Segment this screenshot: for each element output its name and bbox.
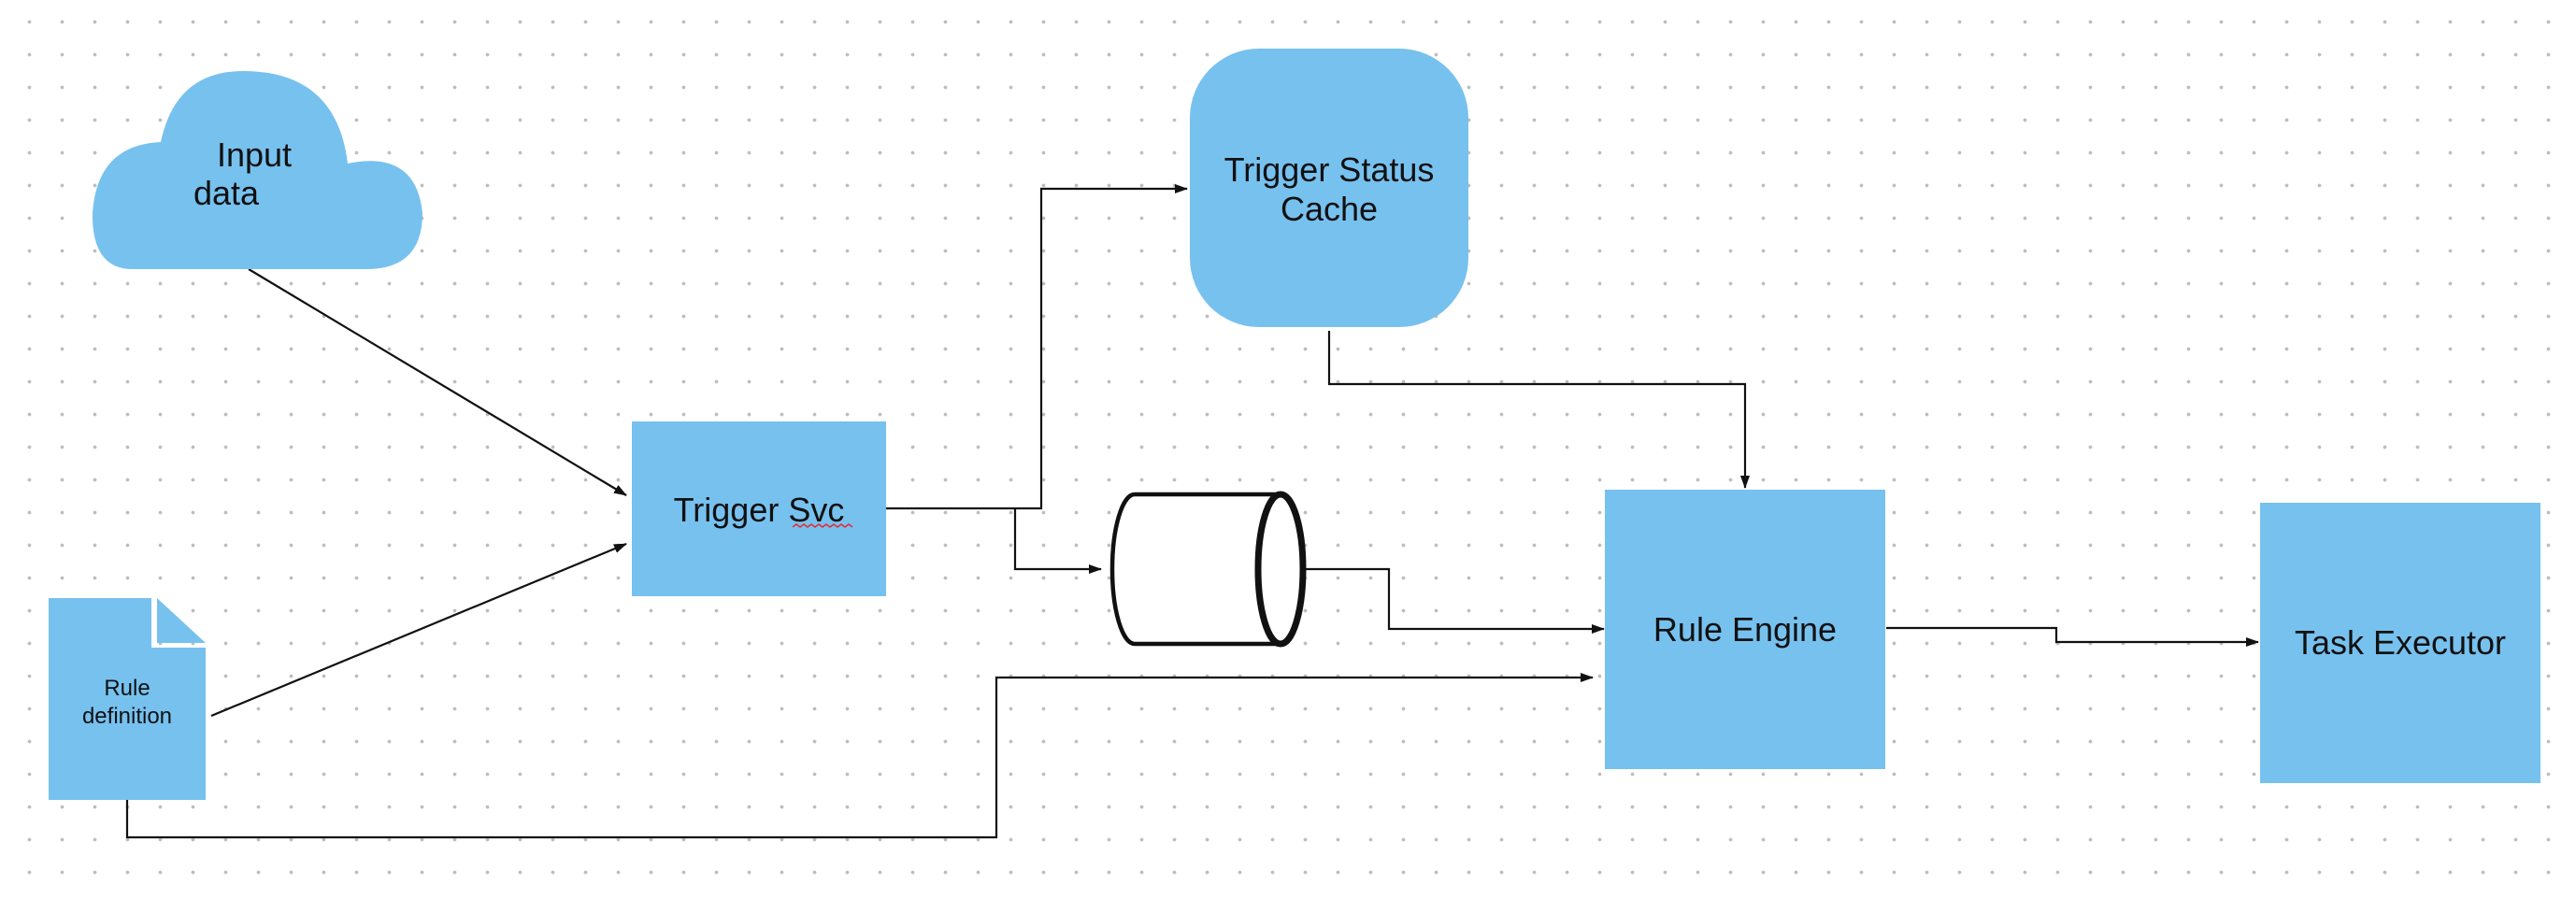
input-data-label-line2: data [193,174,260,212]
rule-engine-box [1605,490,1885,769]
edge-input-data-to-trigger-svc[interactable] [248,268,627,496]
trigger-svc-label: Trigger Svc [674,491,845,529]
edges [125,184,2259,839]
node-rule-definition[interactable]: Rule definition [49,598,206,800]
edge-rule-definition-to-trigger-svc[interactable] [210,542,627,718]
edge-cache-to-rule-engine[interactable] [1327,331,1750,489]
cloud-shape [92,71,422,269]
input-data-label-line1: Input [217,136,292,174]
task-executor-label: Task Executor [2295,623,2506,662]
node-input-data[interactable]: Input data [92,71,422,269]
edge-rule-engine-to-task-executor[interactable] [1886,626,2259,647]
cache-box [1190,49,1468,327]
edge-rule-definition-to-rule-engine[interactable] [125,673,1594,839]
trigger-svc-box [632,421,886,596]
node-trigger-status-cache[interactable]: Trigger Status Cache [1190,49,1468,327]
node-task-executor[interactable]: Task Executor [2260,503,2540,783]
node-trigger-svc[interactable]: Trigger Svc [632,421,886,596]
rule-definition-label-line2: definition [82,704,172,729]
cache-label-line2: Cache [1281,190,1378,228]
document-shape [49,598,206,800]
edge-queue-to-rule-engine[interactable] [1303,567,1605,634]
edge-trigger-svc-to-cache[interactable] [886,184,1188,510]
cylinder-end [1254,491,1307,648]
task-executor-box [2260,503,2540,783]
node-queue[interactable] [1109,491,1307,648]
rule-definition-label-line1: Rule [104,676,150,701]
cache-label-line1: Trigger Status [1224,150,1435,189]
rule-engine-label: Rule Engine [1653,610,1837,649]
document-fold [157,598,206,643]
spellcheck-underline [792,523,853,528]
node-rule-engine[interactable]: Rule Engine [1605,490,1885,769]
edge-trigger-svc-to-queue[interactable] [1013,508,1102,574]
